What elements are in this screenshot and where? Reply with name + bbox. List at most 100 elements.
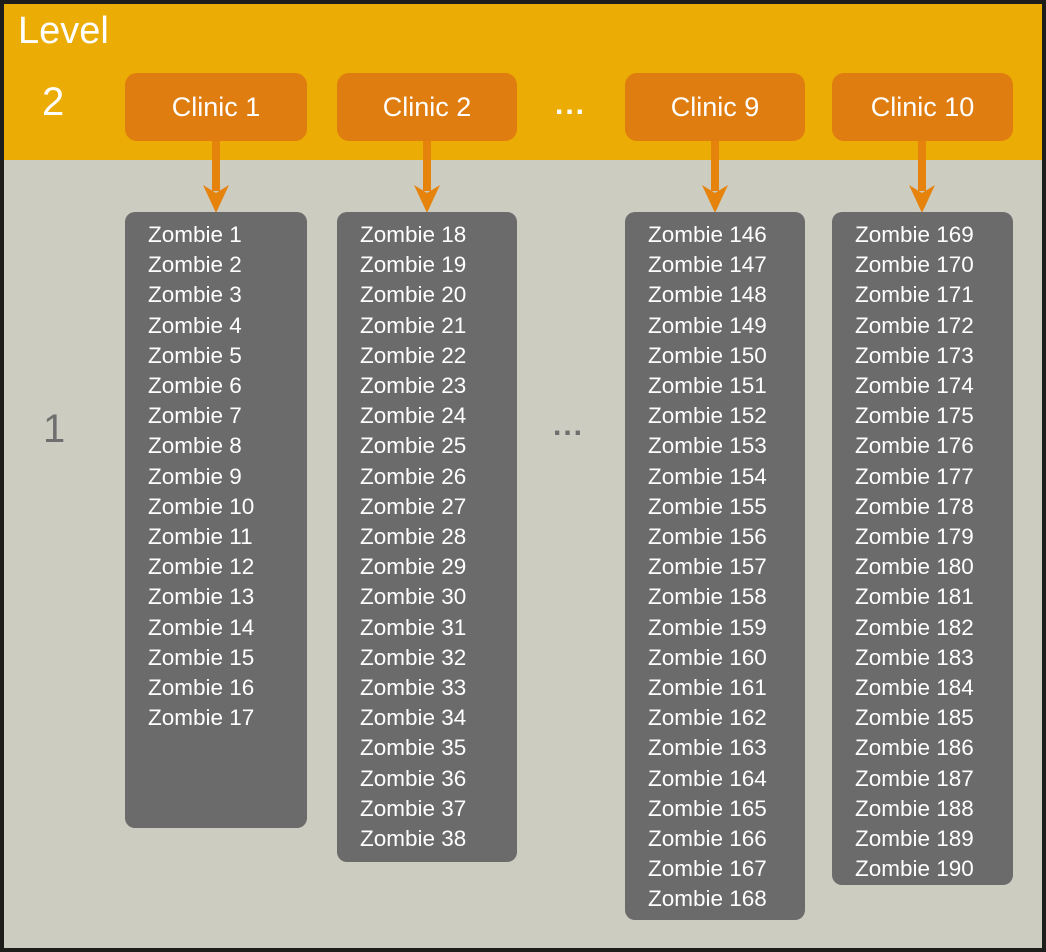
zombie-item: Zombie 184 [855, 675, 974, 701]
zombie-item: Zombie 157 [648, 554, 767, 580]
zombie-item: Zombie 18 [360, 222, 467, 247]
zombie-item: Zombie 177 [855, 463, 974, 489]
zombie-item: Zombie 179 [855, 524, 974, 550]
zombie-item: Zombie 152 [648, 403, 767, 429]
zombie-item: Zombie 170 [855, 252, 974, 278]
level-axis-label: Level [18, 10, 109, 52]
zombie-item: Zombie 14 [148, 614, 255, 640]
zombie-item: Zombie 13 [148, 584, 255, 610]
zombie-item: Zombie 182 [855, 614, 974, 640]
clinic-10-node: Clinic 10 [832, 73, 1013, 141]
arrow-clinic1-to-zombies-icon [203, 141, 229, 213]
zombie-item: Zombie 181 [855, 584, 974, 610]
zombie-item: Zombie 10 [148, 493, 255, 519]
level-1-label: 1 [43, 407, 66, 451]
zombie-item: Zombie 150 [648, 342, 767, 368]
zombie-item: Zombie 21 [360, 312, 467, 338]
zombie-item: Zombie 168 [648, 886, 767, 912]
zombie-item: Zombie 7 [148, 403, 242, 429]
arrow-clinic2-to-zombies-icon [414, 141, 440, 213]
zombie-item: Zombie 165 [648, 795, 767, 821]
zombie-item: Zombie 8 [148, 433, 242, 459]
zombie-item: Zombie 158 [648, 584, 767, 610]
level-2-label: 2 [42, 80, 65, 124]
zombie-item: Zombie 148 [648, 282, 767, 308]
level-2-band: Level 2 ... Clinic 1 Clinic 2 Clinic 9 C… [4, 4, 1042, 160]
zombie-item: Zombie 25 [360, 433, 467, 459]
zombie-item: Zombie 6 [148, 373, 242, 399]
zombie-item: Zombie 29 [360, 554, 467, 580]
zombie-item: Zombie 155 [648, 493, 767, 519]
zombie-item: Zombie 16 [148, 675, 255, 701]
zombie-item: Zombie 180 [855, 554, 974, 580]
zombie-item: Zombie 19 [360, 252, 467, 278]
zombie-item: Zombie 156 [648, 524, 767, 550]
clinic-1-node: Clinic 1 [125, 73, 307, 141]
zombie-item: Zombie 35 [360, 735, 467, 761]
zombies-ellipsis: ... [553, 409, 585, 442]
clinic-2-node: Clinic 2 [337, 73, 517, 141]
zombie-item: Zombie 146 [648, 222, 767, 247]
zombie-item: Zombie 22 [360, 342, 467, 368]
zombie-item: Zombie 161 [648, 675, 767, 701]
zombie-item: Zombie 163 [648, 735, 767, 761]
zombie-item: Zombie 164 [648, 765, 767, 791]
zombie-item: Zombie 173 [855, 342, 974, 368]
zombie-item: Zombie 178 [855, 493, 974, 519]
zombie-item: Zombie 169 [855, 222, 974, 247]
zombie-item: Zombie 153 [648, 433, 767, 459]
zombie-item: Zombie 176 [855, 433, 974, 459]
zombie-item: Zombie 27 [360, 493, 467, 519]
zombie-item: Zombie 34 [360, 705, 467, 731]
zombie-item: Zombie 166 [648, 826, 767, 852]
zombie-item: Zombie 37 [360, 795, 467, 821]
zombie-item: Zombie 31 [360, 614, 467, 640]
arrow-clinic9-to-zombies-icon [702, 141, 728, 213]
zombie-item: Zombie 17 [148, 705, 255, 731]
zombie-item: Zombie 12 [148, 554, 255, 580]
zombie-item: Zombie 36 [360, 765, 467, 791]
zombie-item: Zombie 15 [148, 644, 255, 670]
zombie-item: Zombie 159 [648, 614, 767, 640]
zombie-item: Zombie 3 [148, 282, 242, 308]
zombie-item: Zombie 183 [855, 644, 974, 670]
zombie-item: Zombie 23 [360, 373, 467, 399]
zombie-item: Zombie 30 [360, 584, 467, 610]
zombie-item: Zombie 172 [855, 312, 974, 338]
zombie-item: Zombie 2 [148, 252, 242, 278]
zombie-item: Zombie 28 [360, 524, 467, 550]
clinic-9-node: Clinic 9 [625, 73, 805, 141]
zombie-item: Zombie 175 [855, 403, 974, 429]
zombie-item: Zombie 9 [148, 463, 242, 489]
zombie-item: Zombie 38 [360, 826, 467, 852]
zombie-item: Zombie 187 [855, 765, 974, 791]
zombie-item: Zombie 20 [360, 282, 467, 308]
zombie-item: Zombie 162 [648, 705, 767, 731]
zombie-item: Zombie 26 [360, 463, 467, 489]
zombie-item: Zombie 189 [855, 826, 974, 852]
zombie-item: Zombie 171 [855, 282, 974, 308]
zombie-item: Zombie 154 [648, 463, 767, 489]
zombie-item: Zombie 185 [855, 705, 974, 731]
zombie-item: Zombie 24 [360, 403, 467, 429]
zombie-list-clinic2: Zombie 18 Zombie 19 Zombie 20 Zombie 21 Zomb… [337, 212, 517, 862]
zombie-item: Zombie 147 [648, 252, 767, 278]
zombie-item: Zombie 32 [360, 644, 467, 670]
zombie-item: Zombie 1 [148, 222, 242, 247]
zombie-item: Zombie 33 [360, 675, 467, 701]
zombie-item: Zombie 160 [648, 644, 767, 670]
clinics-ellipsis: ... [555, 88, 587, 121]
zombie-item: Zombie 4 [148, 312, 242, 338]
zombie-item: Zombie 167 [648, 856, 767, 882]
arrow-clinic10-to-zombies-icon [909, 141, 935, 213]
zombie-item: Zombie 174 [855, 373, 974, 399]
zombie-item: Zombie 11 [148, 524, 253, 550]
zombie-item: Zombie 190 [855, 856, 974, 882]
zombie-item: Zombie 149 [648, 312, 767, 338]
zombie-item: Zombie 151 [648, 373, 767, 399]
zombie-item: Zombie 188 [855, 795, 974, 821]
